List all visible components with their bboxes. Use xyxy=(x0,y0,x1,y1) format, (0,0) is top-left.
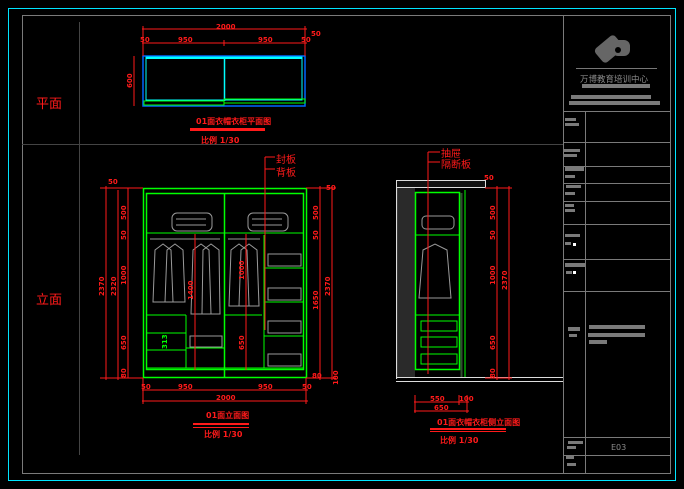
front-dim-f-right: 100 xyxy=(332,370,340,385)
callout-partition: 隔断板 xyxy=(441,158,471,171)
front-dim-top-right: 50 xyxy=(326,184,336,192)
front-dim-top-left: 50 xyxy=(108,178,118,186)
front-dim-bottom-right: 50 xyxy=(302,383,312,391)
drawer-dim-label: 313 xyxy=(161,334,169,349)
drawing-number: E03 xyxy=(611,443,626,452)
front-dim-c-right: 1650 xyxy=(312,290,320,310)
elevation-section-label: 立面 xyxy=(36,293,62,308)
side-dim-c: 1000 xyxy=(489,265,497,285)
title-block: 万博教育培训中心 E03 xyxy=(563,15,671,474)
front-dim-hang2: 1000 xyxy=(238,260,246,280)
front-dim-a-right: 500 xyxy=(312,205,320,220)
front-dim-inner-left: 2320 xyxy=(110,276,118,296)
inner-border xyxy=(22,15,671,474)
front-elevation: 313 封板 背板 2370 2320 50 500 50 1000 650 8… xyxy=(98,153,340,439)
plan-dim-door1: 950 xyxy=(178,36,193,44)
plan-dim-total: 2000 xyxy=(216,23,236,31)
plan-dim-right-ext: 50 xyxy=(311,30,321,38)
plan-scale: 比例 1/30 xyxy=(201,135,240,145)
front-dim-b-right: 50 xyxy=(312,230,320,240)
plan-dim-right: 50 xyxy=(301,36,311,44)
side-dim-e: 80 xyxy=(489,368,497,378)
side-title: 01面衣帽衣柜侧立面图 xyxy=(437,417,520,427)
front-dim-bottom-door1: 950 xyxy=(178,383,193,391)
callout-cover-panel: 封板 xyxy=(276,153,296,166)
plan-dim-left: 50 xyxy=(140,36,150,44)
side-dim-depth: 550 xyxy=(430,395,445,403)
front-scale: 比例 1/30 xyxy=(204,429,243,439)
front-dim-bottom-door2: 950 xyxy=(258,383,273,391)
front-dim-e-right: 80 xyxy=(312,372,322,380)
side-elevation: 抽屉 隔断板 2370 50 500 50 1000 650 80 550 10… xyxy=(396,147,563,445)
side-scale: 比例 1/30 xyxy=(440,435,479,445)
plan-section-label: 平面 xyxy=(36,97,62,112)
plan-view: 2000 50 950 950 50 50 600 01面衣帽衣柜平面图 比例 … xyxy=(126,23,321,145)
front-dim-c-left: 1000 xyxy=(120,265,128,285)
front-dim-b-left: 50 xyxy=(120,230,128,240)
front-dim-d-left: 650 xyxy=(120,335,128,350)
side-dim-top: 50 xyxy=(484,174,494,182)
plan-dim-door2: 950 xyxy=(258,36,273,44)
front-title: 01面立面图 xyxy=(206,410,249,420)
front-dim-drawer: 650 xyxy=(238,335,246,350)
front-dim-bottom-total: 2000 xyxy=(216,394,236,402)
front-dim-bottom-left: 50 xyxy=(141,383,151,391)
plan-title: 01面衣帽衣柜平面图 xyxy=(196,116,271,126)
front-dim-overall-right: 2370 xyxy=(324,276,332,296)
company-logo xyxy=(594,35,630,63)
side-dim-overall: 2370 xyxy=(501,270,509,290)
front-dim-a-left: 500 xyxy=(120,205,128,220)
front-dim-e-left: 80 xyxy=(120,368,128,378)
front-dim-overall-left: 2370 xyxy=(98,276,106,296)
side-dim-b: 50 xyxy=(489,230,497,240)
side-dim-a: 500 xyxy=(489,205,497,220)
side-dim-door: 100 xyxy=(459,395,474,403)
side-dim-d: 650 xyxy=(489,335,497,350)
front-dim-hang: 1400 xyxy=(187,280,195,300)
title-block-field-labels xyxy=(564,118,645,466)
plan-dim-depth: 600 xyxy=(126,73,134,88)
outer-border xyxy=(8,8,676,481)
company-name: 万博教育培训中心 xyxy=(580,74,649,85)
callout-back-panel: 背板 xyxy=(276,166,296,179)
callout-drawer: 抽屉 xyxy=(441,147,461,160)
side-dim-total: 650 xyxy=(434,404,449,412)
